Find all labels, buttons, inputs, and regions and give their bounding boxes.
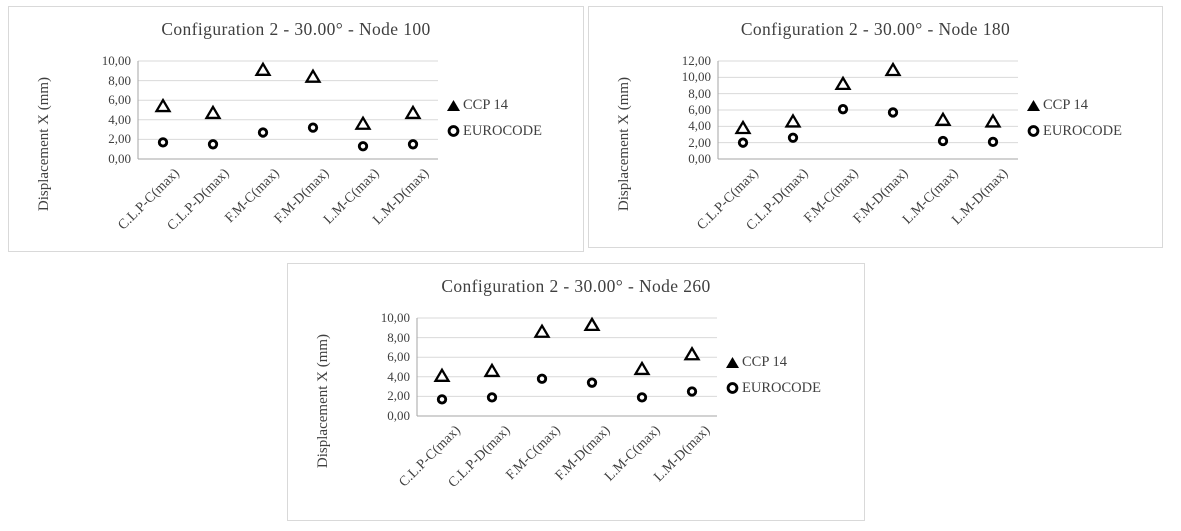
chart-node-180[interactable]: Configuration 2 - 30.00° - Node 180 Disp…: [588, 6, 1163, 248]
eurocode-point: [436, 394, 448, 405]
ccp14-point: [483, 362, 501, 378]
y-tick-label: 12,00: [681, 53, 711, 68]
eurocode-point: [987, 136, 999, 148]
ccp14-point: [884, 61, 902, 77]
y-tick-label: 8,00: [688, 85, 711, 101]
ccp14-point: [154, 97, 172, 113]
plot-area: [416, 316, 717, 417]
eurocode-point: [486, 392, 498, 403]
plot-area: [717, 60, 1018, 160]
eurocode-point: [636, 392, 648, 403]
eurocode-point: [536, 373, 548, 384]
ccp14-point: [683, 345, 701, 361]
y-axis-ticks: 0,00 2,00 4,00 6,00 8,00 10,00: [9, 7, 131, 251]
ccp14-point: [254, 61, 272, 76]
eurocode-point: [157, 137, 169, 148]
ccp14-point: [304, 68, 322, 83]
y-tick-label: 10,00: [101, 53, 131, 68]
triangle-marker-icon: [726, 356, 739, 368]
ccp14-point: [784, 113, 802, 128]
y-tick-label: 8,00: [387, 329, 410, 345]
legend-label: CCP 14: [1043, 96, 1088, 113]
y-tick-label: 0,00: [688, 151, 711, 166]
plot-area: [137, 60, 438, 160]
ccp14-point: [834, 75, 852, 91]
eurocode-point: [737, 137, 749, 148]
legend-label: CCP 14: [463, 96, 508, 113]
circle-marker-icon: [447, 125, 460, 137]
ccp14-point: [984, 113, 1002, 128]
eurocode-point: [307, 122, 319, 133]
y-tick-label: 10,00: [681, 69, 711, 85]
triangle-marker-icon: [1027, 99, 1040, 111]
y-tick-label: 2,00: [688, 134, 711, 150]
legend: CCP 14 EUROCODE: [1026, 96, 1122, 140]
eurocode-point: [357, 141, 369, 152]
ccp14-point: [404, 104, 422, 120]
eurocode-point: [686, 386, 698, 397]
circle-marker-icon: [1027, 125, 1040, 137]
y-tick-label: 4,00: [688, 118, 711, 134]
legend: CCP 14 EUROCODE: [725, 353, 821, 397]
eurocode-point: [586, 377, 598, 388]
ccp14-point: [633, 360, 651, 376]
eurocode-point: [787, 132, 799, 143]
eurocode-point: [407, 139, 419, 150]
chart-title: Configuration 2 - 30.00° - Node 180: [740, 19, 1011, 39]
eurocode-point: [207, 139, 219, 150]
ccp14-point: [583, 316, 601, 332]
ccp14-point: [204, 104, 222, 120]
y-tick-label: 4,00: [387, 368, 410, 384]
y-tick-label: 6,00: [108, 92, 131, 108]
ccp14-point: [433, 367, 451, 382]
y-tick-label: 2,00: [387, 388, 410, 404]
legend-item-ccp14[interactable]: CCP 14: [725, 353, 821, 371]
legend-item-eurocode[interactable]: EUROCODE: [446, 122, 542, 140]
y-axis-ticks: 0,00 2,00 4,00 6,00 8,00 10,00: [288, 264, 410, 520]
y-tick-label: 0,00: [108, 151, 131, 166]
ccp14-point: [934, 111, 952, 126]
legend-item-eurocode[interactable]: EUROCODE: [1026, 122, 1122, 140]
y-tick-label: 8,00: [108, 72, 131, 88]
legend: CCP 14 EUROCODE: [446, 96, 542, 140]
y-tick-label: 10,00: [380, 310, 410, 325]
y-tick-label: 0,00: [387, 408, 410, 423]
chart-node-100[interactable]: Configuration 2 - 30.00° - Node 100 Disp…: [8, 6, 584, 252]
ccp14-point: [734, 119, 752, 135]
legend-label: EUROCODE: [1043, 122, 1122, 139]
y-tick-label: 4,00: [108, 111, 131, 127]
eurocode-point: [887, 107, 899, 118]
legend-item-ccp14[interactable]: CCP 14: [446, 96, 542, 114]
legend-item-ccp14[interactable]: CCP 14: [1026, 96, 1122, 114]
legend-label: CCP 14: [742, 353, 787, 370]
ccp14-point: [533, 323, 551, 338]
y-tick-label: 2,00: [108, 131, 131, 147]
y-tick-label: 6,00: [387, 349, 410, 365]
eurocode-point: [837, 104, 849, 115]
chart-title: Configuration 2 - 30.00° - Node 100: [161, 19, 431, 39]
circle-marker-icon: [726, 382, 739, 394]
chart-title: Configuration 2 - 30.00° - Node 260: [441, 276, 711, 296]
legend-label: EUROCODE: [463, 122, 542, 139]
ccp14-point: [354, 115, 372, 130]
legend-label: EUROCODE: [742, 379, 821, 396]
eurocode-point: [937, 135, 949, 147]
triangle-marker-icon: [447, 99, 460, 111]
y-tick-label: 6,00: [688, 102, 711, 117]
eurocode-point: [257, 127, 269, 138]
chart-node-260[interactable]: Configuration 2 - 30.00° - Node 260 Disp…: [287, 263, 865, 521]
legend-item-eurocode[interactable]: EUROCODE: [725, 379, 821, 397]
